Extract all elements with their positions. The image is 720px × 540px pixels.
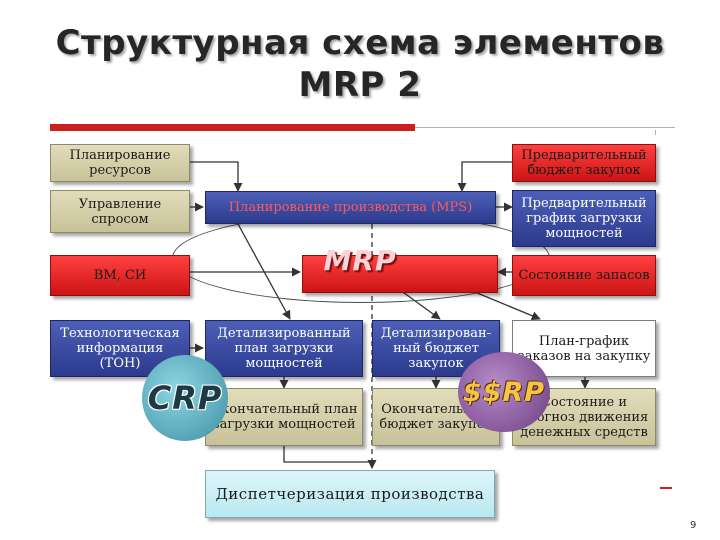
box-demand-management-label: Управление спросом	[78, 196, 162, 227]
box-prelim-budget-label: Предварительный бюджет закупок	[521, 148, 647, 178]
box-resource-planning: Планирование ресурсов	[50, 144, 190, 182]
ssrp-badge: $$RP	[458, 352, 550, 432]
box-dispatching-label: Диспетчеризация производства	[215, 484, 485, 503]
arrow-final-to-dispatch	[283, 446, 377, 469]
box-resource-planning-label: Планирование ресурсов	[69, 148, 171, 178]
box-order-schedule: План-график заказов на закупку	[512, 320, 656, 377]
crp-badge: CRP	[142, 355, 228, 441]
arrow-resources-to-mps	[190, 161, 243, 192]
box-inventory-status: Состояние запасов	[512, 255, 656, 296]
mrp-badge: MRP	[323, 243, 397, 277]
box-mps-label: Планирование производства (MPS)	[228, 200, 473, 215]
box-detailed-budget: Детализирован-ный бюджет закупок	[372, 320, 500, 377]
box-order-schedule-label: План-график заказов на закупку	[517, 333, 651, 364]
box-prelim-capacity-schedule: Предварительный график загрузки мощносте…	[512, 190, 656, 247]
box-prelim-capacity-schedule-label: Предварительный график загрузки мощносте…	[521, 196, 647, 241]
box-final-capacity-plan-label: Окончательный план загрузки мощностей	[210, 402, 358, 432]
box-inventory-status-label: Состояние запасов	[518, 268, 650, 283]
box-demand-management: Управление спросом	[50, 190, 190, 233]
page-number: 9	[690, 520, 697, 531]
title-line-1: Структурная схема элементов	[55, 23, 665, 63]
box-final-capacity-plan: Окончательный план загрузки мощностей	[205, 388, 363, 446]
arrow-budget-to-mps	[457, 161, 512, 192]
box-mps: Планирование производства (MPS)	[205, 191, 496, 224]
slide-title: Структурная схема элементов MRP 2	[0, 22, 720, 106]
box-detailed-budget-label: Детализирован-ный бюджет закупок	[380, 326, 492, 371]
box-detailed-capacity-plan-label: Детализированный план загрузки мощностей	[217, 326, 351, 371]
box-mrp	[302, 255, 498, 293]
title-thin-rule	[415, 127, 675, 128]
box-bom-label: BM, СИ	[93, 268, 147, 283]
box-detailed-capacity-plan: Детализированный план загрузки мощностей	[205, 320, 363, 377]
box-bom: BM, СИ	[50, 255, 190, 296]
box-cash-flow-label: Состояние и прогноз движения денежных ср…	[519, 394, 649, 440]
title-accent-rule	[50, 124, 415, 131]
decorative-red-dash	[660, 487, 672, 489]
arrow-mrp-to-order-schedule	[469, 289, 541, 321]
title-line-2: MRP 2	[298, 65, 422, 105]
box-dispatching: Диспетчеризация производства	[205, 470, 495, 518]
box-prelim-budget: Предварительный бюджет закупок	[512, 144, 656, 182]
box-tech-info-label: Технологическая информация (ТОН)	[60, 326, 180, 371]
